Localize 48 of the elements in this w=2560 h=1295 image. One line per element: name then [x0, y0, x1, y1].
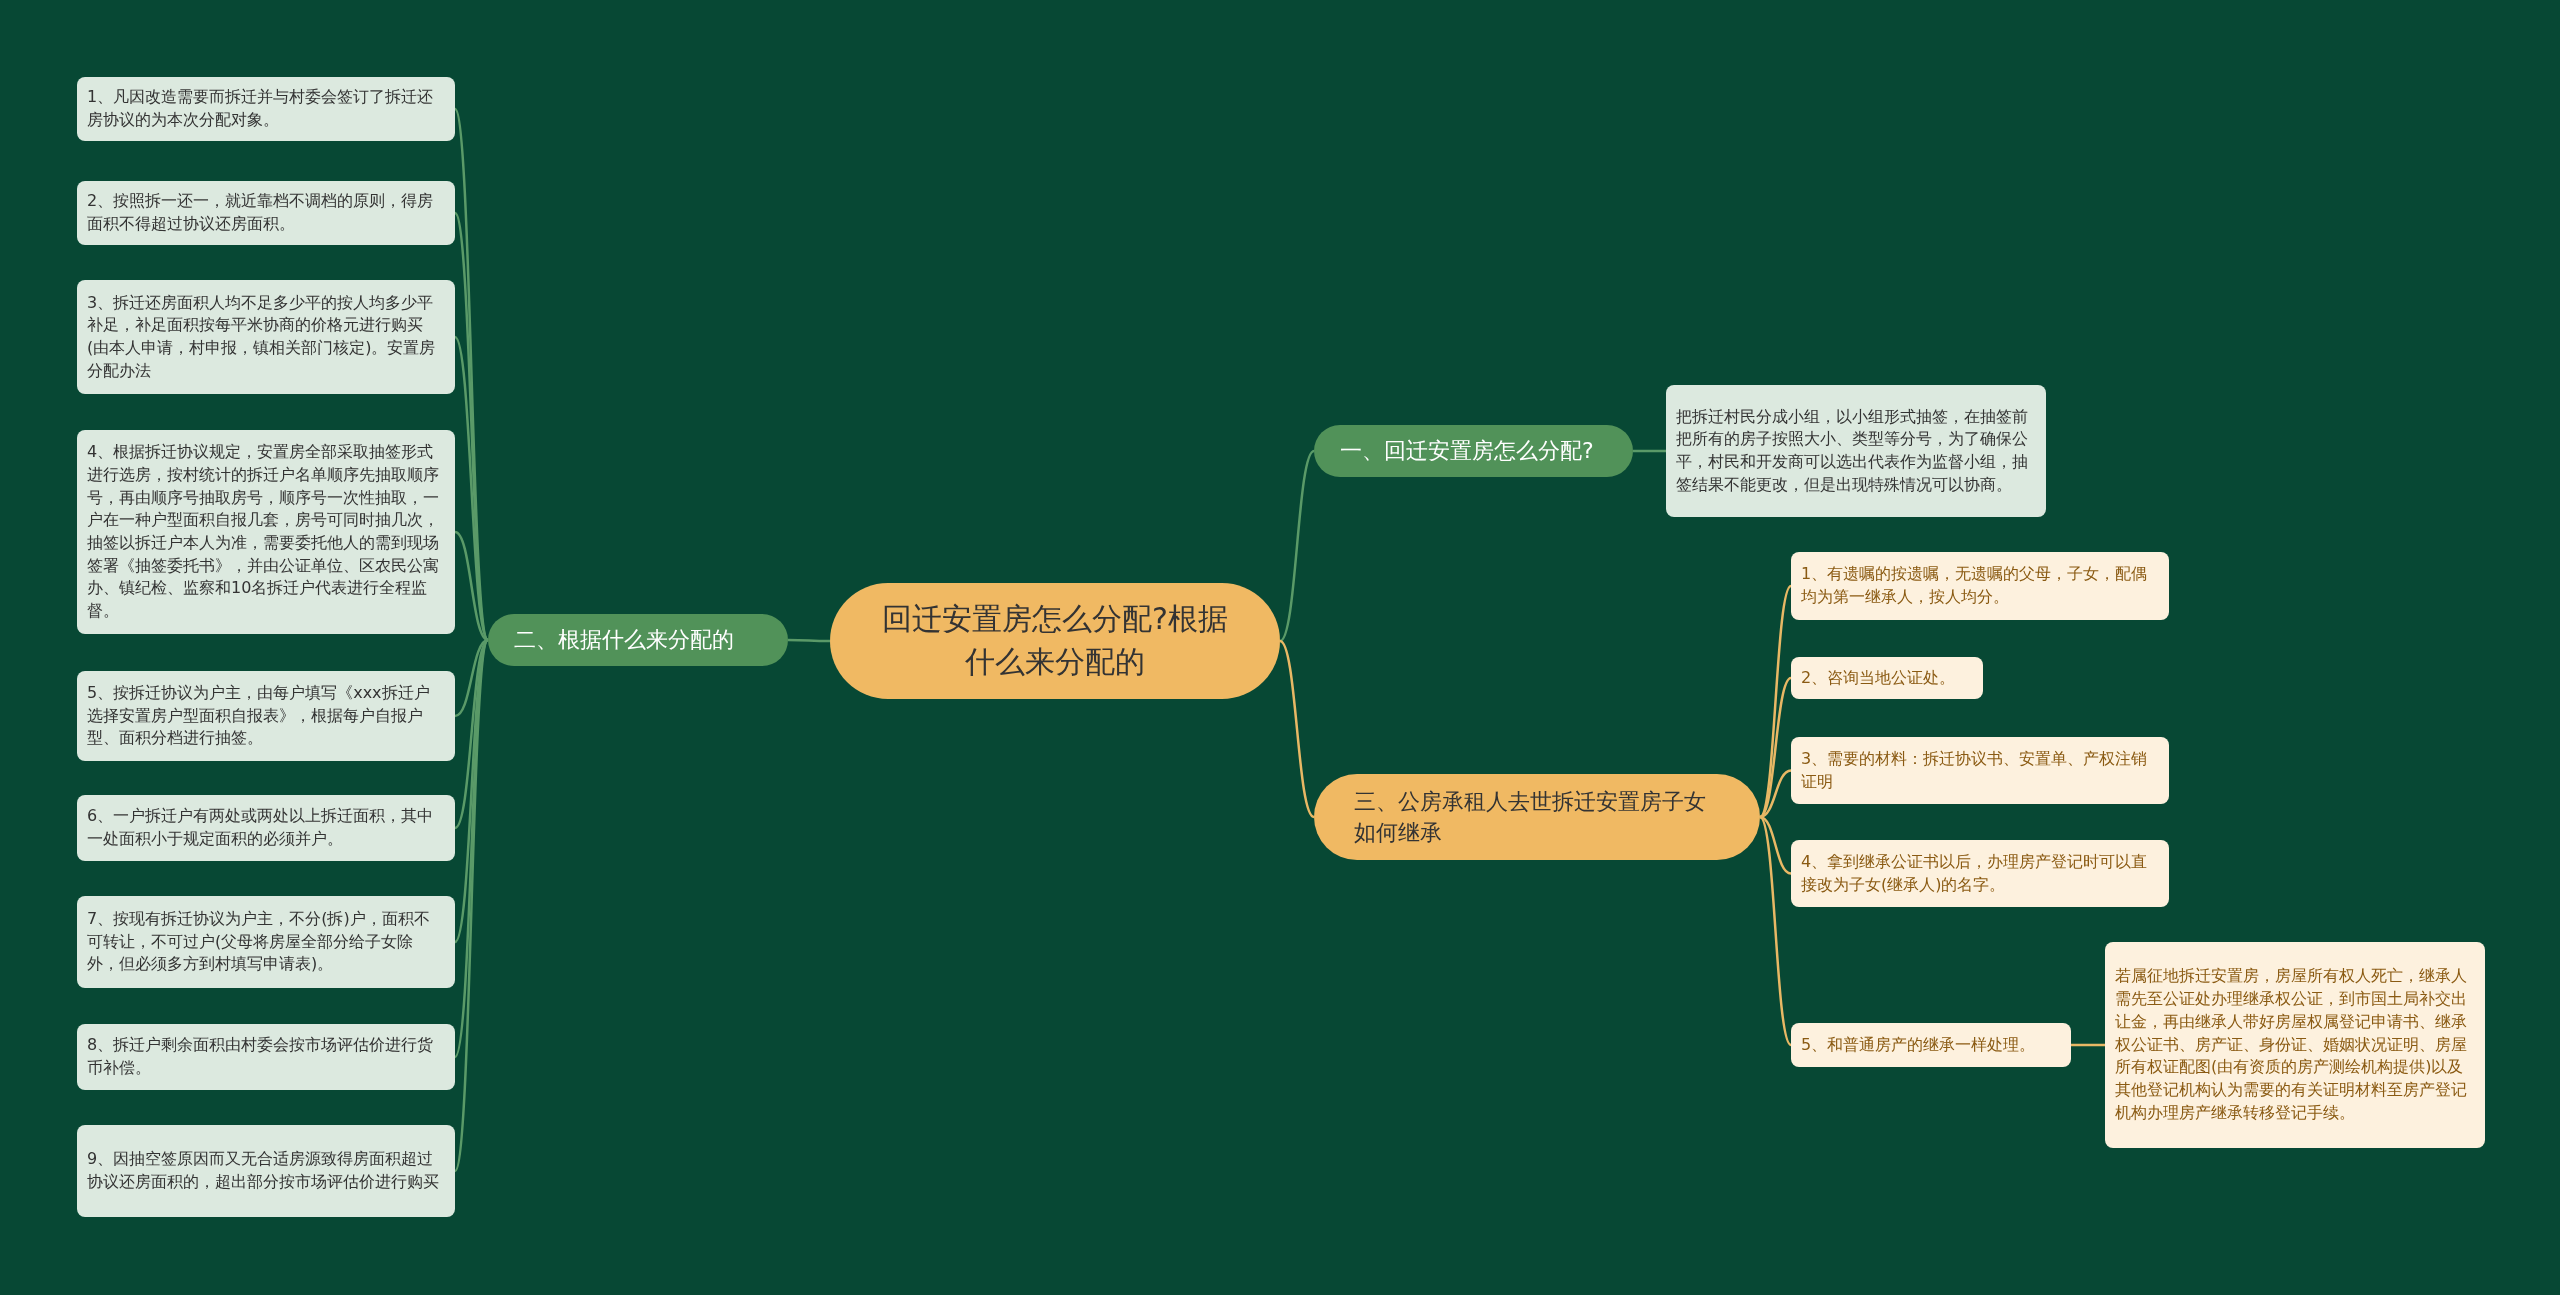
leaf-card [77, 280, 455, 394]
leaf-text: 把拆迁村民分成小组，以小组形式抽签，在抽签前把所有的房子按照大小、类型等分号，为了确保公平，村民和开发商可以选出代表作为监督小组，抽签结果不能更改，但是出现特殊情况可以协商。 [1676, 405, 2029, 496]
leaf-text: 若属征地拆迁安置房，房屋所有权人死亡，继承人需先至公证处办理继承权公证，到市国土局补交出让金，再由继承人带好房屋权属登记申请书、继承权公证书、房产证、身份证、婚姻状况证明、房屋所有权证配图(由有资质的房产测绘机构提供)以及其他登记机构认为需要的有关证明材料至房产登记机构办理房产继承转移登记手续。 [2115, 965, 2468, 1124]
connector-line [1759, 816, 1792, 1046]
branch-topic [1314, 425, 1633, 477]
leaf-card [1666, 385, 2046, 517]
leaf-card [1791, 737, 2169, 804]
leaf-text: 1、凡因改造需要而拆迁并与村委会签订了拆迁还房协议的为本次分配对象。 [87, 86, 435, 131]
leaf-card [77, 430, 455, 634]
connector-line [1759, 585, 1792, 818]
connector-line [454, 530, 489, 642]
leaf-card [77, 671, 455, 761]
branch-topic-text: 三、公房承租人去世拆迁安置房子女如何继承 [1354, 787, 1707, 847]
central-topic-text: 回迁安置房怎么分配?根据什么来分配的 [881, 600, 1229, 681]
leaf-text: 2、按照拆一还一，就近靠档不调档的原则，得房面积不得超过协议还房面积。 [87, 190, 435, 235]
leaf-text: 5、按拆迁协议为户主，由每户填写《xxx拆迁户选择安置房户型面积自报表》，根据每户自报户型、面积分档进行抽签。 [87, 681, 431, 750]
leaf-text: 8、拆迁户剩余面积由村委会按市场评估价进行货币补偿。 [87, 1034, 435, 1079]
leaf-card [2105, 942, 2485, 1148]
leaf-card [77, 181, 455, 245]
connector-line [1759, 815, 1792, 875]
connector-line [788, 638, 830, 643]
leaf-text: 3、拆迁还房面积人均不足多少平的按人均多少平补足，补足面积按每平米协商的价格元进行购买(由本人申请，村申报，镇相关部门核定)。安置房分配办法 [87, 291, 437, 382]
leaf-card [77, 795, 455, 861]
connector-line [1279, 450, 1315, 642]
leaf-card [1791, 552, 2169, 620]
leaf-text: 3、需要的材料：拆迁协议书、安置单、产权注销证明 [1801, 747, 2149, 793]
connector-line [2071, 1043, 2105, 1047]
connector-line [1633, 449, 1666, 453]
leaf-text: 4、根据拆迁协议规定，安置房全部采取抽签形式进行选房，按村统计的拆迁户名单顺序先抽取顺序号，再由顺序号抽取房号，顺序号一次性抽取，一户在一种户型面积自报几套，房号可同时抽几次，抽签以拆迁户本人为准，需要委托他人的需到现场签署《抽签委托书》，并由公证单位、区农民公寓办、镇纪检、监察和10名拆迁户代表进行全程监督。 [87, 441, 440, 623]
leaf-text: 6、一户拆迁户有两处或两处以上拆迁面积，其中一处面积小于规定面积的必须并户。 [87, 805, 435, 850]
branch-topic-text: 二、根据什么来分配的 [514, 626, 734, 655]
connector-line [1279, 640, 1315, 818]
leaf-card [77, 77, 455, 141]
leaf-card [77, 896, 455, 988]
leaf-text: 2、咨询当地公证处。 [1801, 666, 1956, 689]
leaf-text: 1、有遗嘱的按遗嘱，无遗嘱的父母，子女，配偶均为第一继承人，按人均分。 [1801, 563, 2149, 608]
leaf-text: 7、按现有拆迁协议为户主，不分(拆)户，面积不可转让，不可过户(父母将房屋全部分给子女除外，但必须多方到村填写申请表)。 [87, 907, 431, 976]
leaf-card [1791, 1023, 2071, 1067]
connector-line [1759, 677, 1792, 818]
branch-topic [488, 614, 788, 666]
leaf-card [77, 1024, 455, 1090]
leaf-text: 4、拿到继承公证书以后，办理房产登记时可以直接改为子女(继承人)的名字。 [1801, 850, 2149, 896]
leaf-card [77, 1125, 455, 1217]
leaf-card [1791, 657, 1983, 699]
leaf-text: 5、和普通房产的继承一样处理。 [1801, 1033, 2036, 1056]
branch-topic-text: 一、回迁安置房怎么分配? [1340, 437, 1594, 466]
leaf-card [1791, 840, 2169, 907]
leaf-text: 9、因抽空签原因而又无合适房源致得房面积超过协议还房面积的，超出部分按市场评估价进行购买 [87, 1148, 440, 1193]
